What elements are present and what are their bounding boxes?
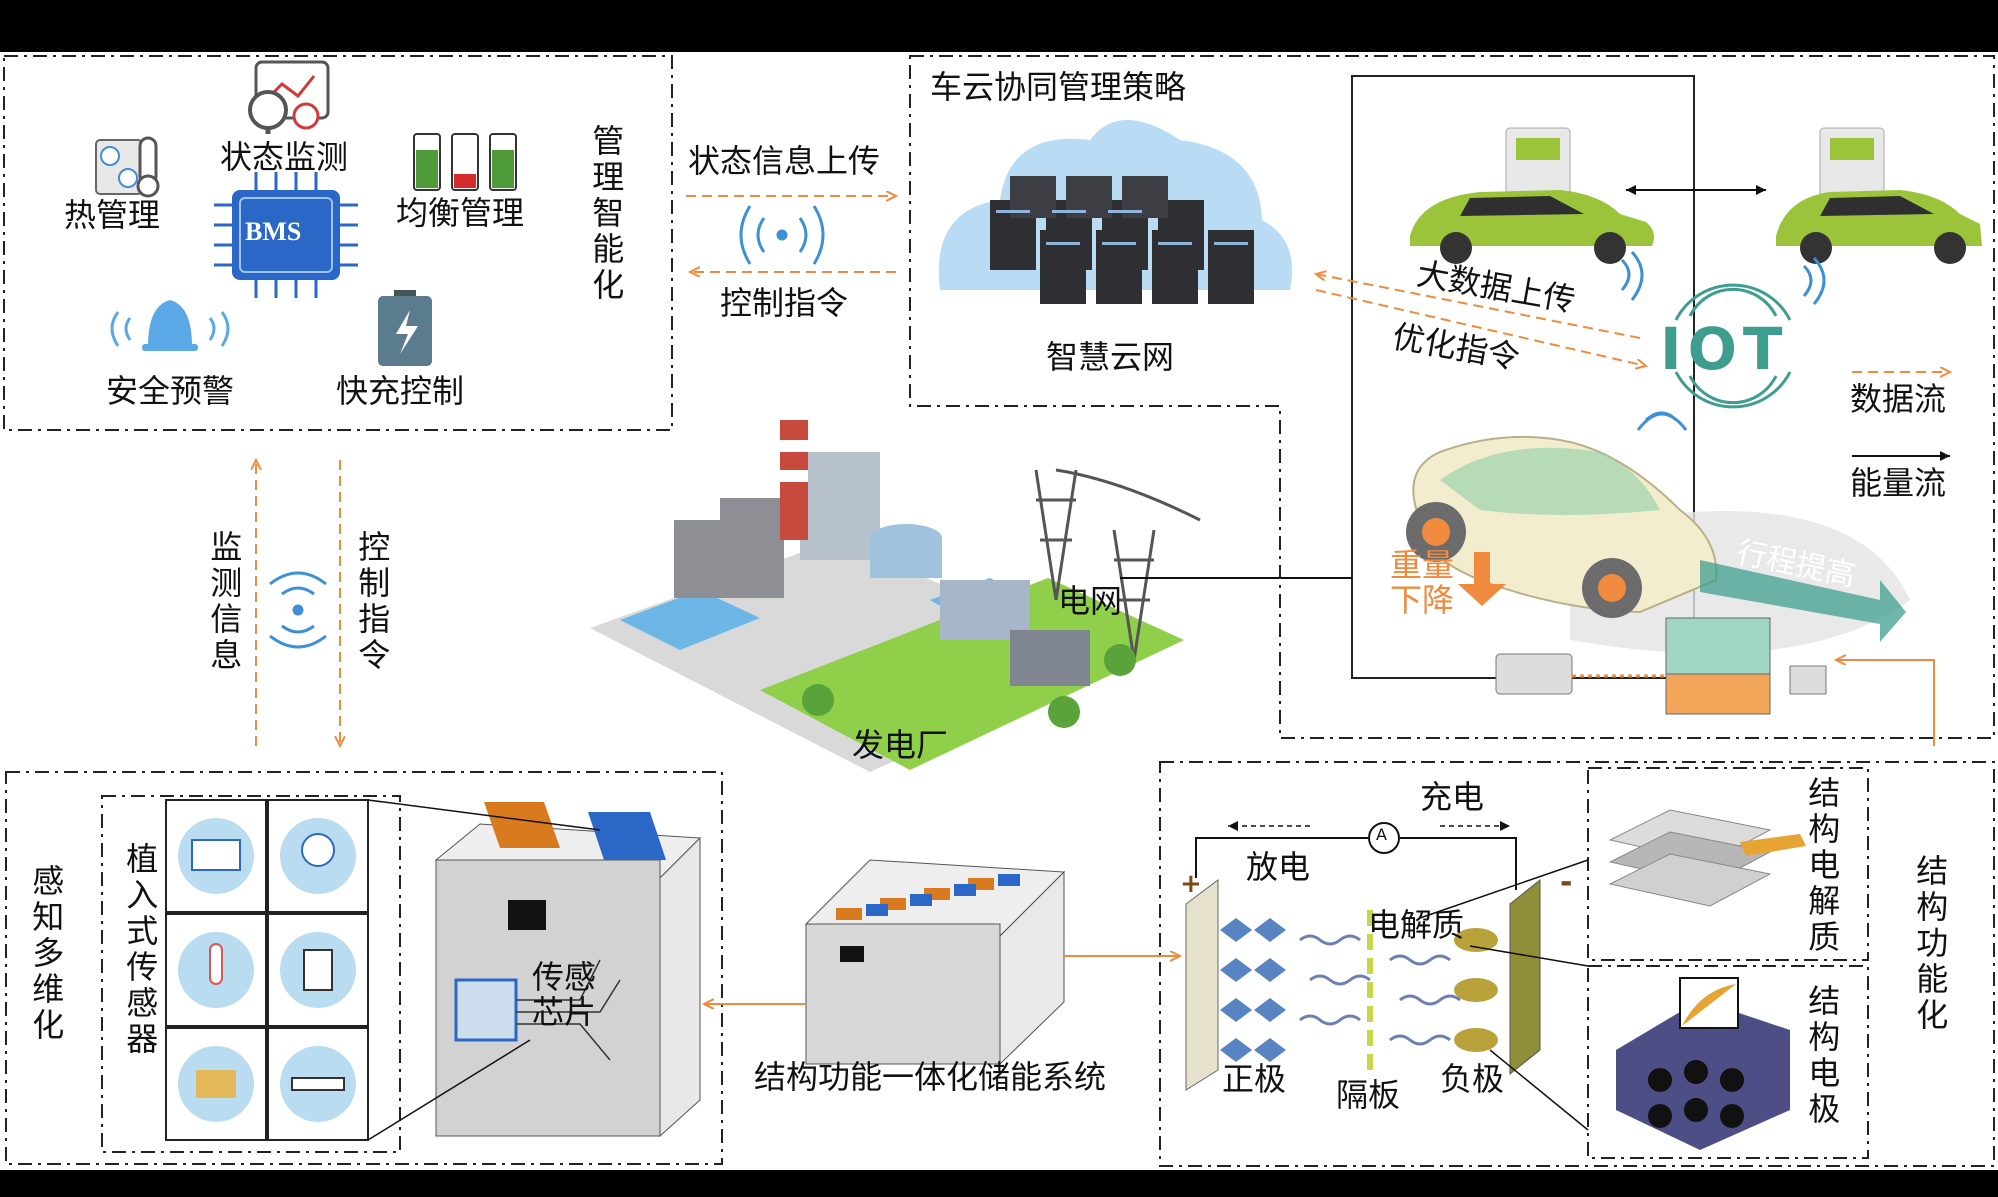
struct-electrolyte-label: 结构电解质: [1803, 776, 1842, 956]
bms-chip-label: BMS: [245, 217, 302, 246]
sensor-chip-label: 传感芯片: [532, 958, 597, 1032]
anode-label: 负极: [1440, 1060, 1505, 1098]
balance-management-label: 均衡管理: [396, 194, 525, 232]
struct-electrode-frame: [1587, 965, 1869, 1159]
struct-electrolyte-frame: [1587, 767, 1869, 961]
discharge-label: 放电: [1246, 848, 1311, 886]
bms-panel-frame: [3, 55, 673, 431]
embedded-sensor-label: 植入式传感器: [121, 842, 160, 1058]
management-intelligent-label: 管理智能化: [587, 124, 626, 304]
perception-label: 感知多维化: [27, 864, 66, 1044]
struct-electrode-label: 结构电极: [1803, 984, 1842, 1128]
iot-icon: [1674, 283, 1792, 409]
thermal-management-icon: [95, 136, 160, 198]
zoom-lines: [367, 799, 601, 1141]
balance-batteries-icon: [413, 133, 517, 191]
storage-system: [804, 859, 1066, 1066]
bigdata-arrow: [1316, 274, 1641, 339]
minus-sign: -: [1560, 865, 1573, 900]
status-monitor-label: 状态监测: [220, 138, 349, 176]
cloud-server-icon: [938, 120, 1293, 304]
car-battery-pack: [1495, 617, 1827, 715]
weight-reduce-label: 重量下降: [1390, 546, 1455, 620]
storage-system-label: 结构功能一体化储能系统: [754, 1058, 1107, 1096]
legend-energy-flow-label: 能量流: [1850, 464, 1947, 502]
sensor-panel-frame: [5, 771, 723, 1165]
battery-schematic: [1185, 821, 1589, 1131]
sensor-grid: [165, 799, 369, 1141]
charging-car-left: [1410, 127, 1654, 264]
power-plant-illustration: [590, 420, 1201, 772]
legend-data-flow-label: 数据流: [1850, 380, 1947, 418]
panel-frames: [3, 55, 1995, 1167]
fast-charge-label: 快充控制: [336, 372, 465, 410]
wireless-icon-top: [739, 205, 825, 265]
wireless-vehicle-icons: [1620, 250, 1826, 431]
wireless-icon-left: [269, 571, 327, 649]
struct-function-arrow: [1836, 660, 1935, 746]
grid-label: 电网: [1058, 582, 1123, 620]
battery-panel-frame: [1159, 761, 1995, 1167]
status-monitor-icon: [248, 60, 330, 134]
cathode-label: 正极: [1222, 1060, 1287, 1098]
separator-label: 隔板: [1336, 1076, 1401, 1114]
cloud-panel-title: 车云协同管理策略: [930, 68, 1187, 106]
sensor-icons: [178, 818, 356, 1122]
plus-sign: +: [1180, 869, 1202, 899]
electrolyte-label: 电解质: [1368, 906, 1465, 944]
ammeter-label: A: [1376, 825, 1387, 844]
iot-label: IOT: [1660, 315, 1789, 383]
safety-alarm-label: 安全预警: [106, 372, 235, 410]
charging-car-right: [1776, 127, 1982, 264]
smart-cloud-label: 智慧云网: [1046, 338, 1175, 376]
fast-charge-icon: [378, 290, 432, 366]
cloud-vehicle-frame: [909, 55, 1995, 739]
charge-label: 充电: [1420, 778, 1485, 816]
control-command-label: 控制指令: [720, 284, 849, 322]
power-plant-label: 发电厂: [852, 726, 949, 764]
thermal-management-label: 热管理: [64, 196, 161, 234]
control-command-left-label: 控制指令: [353, 530, 392, 674]
safety-alarm-icon: [110, 300, 230, 351]
struct-electrode-illustration: [1616, 977, 1790, 1150]
state-upload-label: 状态信息上传: [688, 142, 881, 180]
sensor-grid-frame: [101, 795, 401, 1153]
struct-electrolyte-illustration: [1608, 809, 1806, 907]
lightweight-car: [1406, 435, 1910, 654]
sensor-battery-cell: [434, 802, 702, 1138]
monitor-info-label: 监测信息: [205, 530, 244, 674]
optimize-arrow: [1315, 289, 1646, 366]
bms-chip-icon: [214, 172, 358, 298]
struct-function-label: 结构功能化: [1911, 854, 1950, 1034]
